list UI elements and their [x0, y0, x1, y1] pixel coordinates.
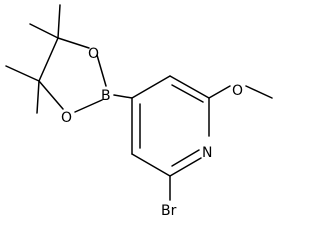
bond-c1-methyl-b — [57, 4, 61, 39]
methyl-groups — [5, 4, 61, 114]
atom-label-boron: B — [101, 88, 111, 104]
bond-n-c6-inner — [171, 149, 200, 167]
bond-b-c4 — [113, 94, 133, 99]
bond-o-methyl — [245, 85, 273, 99]
atom-label-bromine: Br — [161, 203, 177, 219]
molecular-structure: O O B N Br O — [5, 4, 273, 219]
bond-c3-c2-inner — [171, 84, 204, 103]
atom-labels: O O B N Br O — [61, 46, 243, 219]
methoxy-group — [208, 85, 273, 99]
bond-o1-b — [96, 54, 107, 87]
bond-c4-c3 — [131, 75, 171, 99]
atom-label-methoxy-oxygen: O — [232, 83, 243, 99]
bond-c1-methyl-a — [29, 23, 59, 39]
bond-c2-methyl-a — [5, 65, 40, 82]
dioxaborolane-ring — [38, 37, 107, 113]
bond-c1-c2 — [38, 37, 59, 82]
bond-c2-methyl-b — [36, 80, 40, 114]
bond-c2-o — [208, 85, 231, 99]
atom-label-o-upper: O — [88, 46, 99, 62]
pyridine-ring — [131, 75, 210, 177]
atom-label-o-lower: O — [61, 110, 72, 126]
bond-o2-c2 — [38, 80, 64, 110]
bond-c3-c2 — [169, 75, 210, 99]
atom-label-nitrogen: N — [202, 145, 212, 161]
bond-n-c6 — [169, 157, 202, 177]
bond-b-o2 — [74, 99, 103, 113]
bond-c6-c5 — [131, 153, 171, 177]
bond-c1-o1 — [57, 37, 90, 49]
